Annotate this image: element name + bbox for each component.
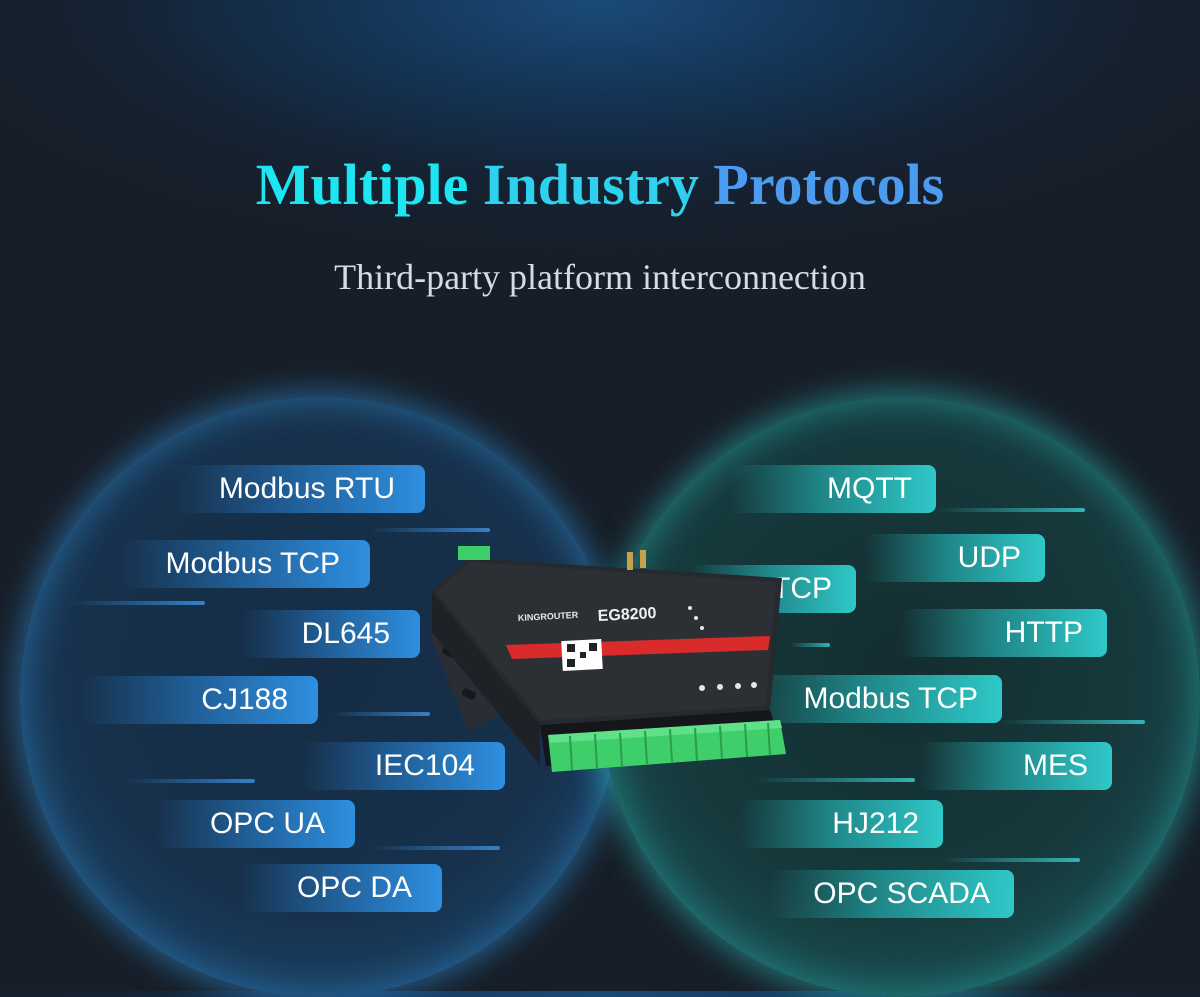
protocol-tag-udp: UDP bbox=[865, 534, 1045, 582]
decor-streak bbox=[370, 528, 490, 532]
decor-streak bbox=[755, 778, 915, 782]
decor-streak bbox=[1000, 720, 1145, 724]
title-word-3: Protocols bbox=[713, 152, 945, 217]
device-brand-label: KINGROUTER bbox=[518, 610, 579, 623]
protocol-tag-hj212: HJ212 bbox=[740, 800, 943, 848]
decor-streak bbox=[370, 846, 500, 850]
protocol-tag-opc-ua: OPC UA bbox=[155, 800, 355, 848]
protocol-tag-dl645: DL645 bbox=[240, 610, 420, 658]
device-model-label: EG8200 bbox=[597, 605, 657, 625]
decor-streak bbox=[70, 601, 205, 605]
decor-streak bbox=[940, 858, 1080, 862]
gateway-device-image: KINGROUTER EG8200 bbox=[430, 546, 786, 772]
decor-streak bbox=[330, 712, 430, 716]
protocol-tag-modbus-tcp: Modbus TCP bbox=[740, 675, 1002, 723]
protocol-tag-mes: MES bbox=[920, 742, 1112, 790]
page-subtitle: Third-party platform interconnection bbox=[334, 257, 866, 297]
protocol-tag-cj188: CJ188 bbox=[80, 676, 318, 724]
decor-streak bbox=[125, 779, 255, 783]
protocol-tag-modbus-rtu: Modbus RTU bbox=[175, 465, 425, 513]
protocol-tag-opc-scada: OPC SCADA bbox=[770, 870, 1014, 918]
decor-streak bbox=[935, 508, 1085, 512]
protocol-tag-modbus-tcp: Modbus TCP bbox=[120, 540, 370, 588]
page-title: Multiple Industry Protocols bbox=[0, 150, 1200, 220]
title-word-2: Industry bbox=[482, 152, 699, 217]
decor-streak bbox=[790, 643, 830, 647]
protocol-tag-http: HTTP bbox=[900, 609, 1107, 657]
protocol-tag-mqtt: MQTT bbox=[730, 465, 936, 513]
protocol-tag-iec104: IEC104 bbox=[300, 742, 505, 790]
protocol-tag-opc-da: OPC DA bbox=[240, 864, 442, 912]
title-word-1: Multiple bbox=[255, 152, 469, 217]
